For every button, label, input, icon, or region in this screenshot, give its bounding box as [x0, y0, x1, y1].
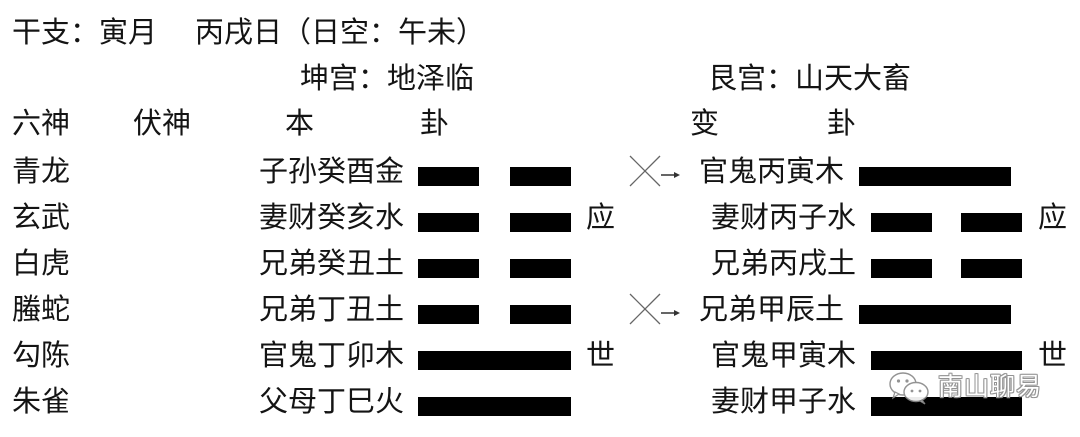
watermark: 南山聊易 [886, 368, 1056, 406]
changed-line-label: 官鬼甲寅木 [710, 338, 856, 372]
changed-yao-line [859, 167, 1011, 186]
changed-yao-line [871, 351, 1022, 370]
original-line-label: 官鬼丁卯木 [258, 338, 404, 372]
changed-line-label: 妻财甲子水 [710, 384, 856, 418]
changed-line-label: 妻财丙子水 [710, 200, 856, 234]
changed-shi-ying-mark: 世 [1038, 338, 1068, 372]
six-spirit-label: 玄武 [12, 200, 71, 234]
yao-row: 青龙 子孙癸酉金 官鬼丙寅木 [0, 148, 1080, 194]
day-and-void: 丙戌日（日空：午未） [195, 15, 486, 49]
changed-yao-line [859, 305, 1011, 324]
changed-line-label: 兄弟甲辰土 [698, 292, 844, 326]
watermark-text: 南山聊易 [938, 372, 1043, 401]
changed-shi-ying-mark: 应 [1038, 200, 1068, 234]
changed-yao-line [871, 213, 1022, 232]
cross-arrow-icon [629, 293, 681, 325]
yao-row: 朱雀 父母丁巳火 妻财甲子水 [0, 378, 1080, 424]
six-spirit-label: 勾陈 [12, 338, 71, 372]
original-line-label: 父母丁巳火 [258, 384, 404, 418]
original-yao-line [418, 213, 571, 232]
hexagram-titles: 坤宫：地泽临 艮宫：山天大畜 [0, 55, 1080, 101]
six-spirit-label: 白虎 [12, 246, 71, 280]
original-yao-line [418, 167, 571, 186]
wechat-icon [888, 371, 932, 405]
six-spirit-label: 青龙 [12, 154, 71, 188]
changed-yao-line [871, 259, 1022, 278]
original-line-label: 妻财癸亥水 [258, 200, 404, 234]
original-hexagram-title: 坤宫：地泽临 [300, 61, 475, 95]
yao-row: 玄武 妻财癸亥水 应 妻财丙子水 应 [0, 194, 1080, 240]
yao-row: 白虎 兄弟癸丑土 兄弟丙戌土 [0, 240, 1080, 286]
header-changed-a: 变 [690, 106, 720, 140]
header-original-b: 卦 [420, 106, 450, 140]
original-line-label: 兄弟癸丑土 [258, 246, 404, 280]
header-six-spirits: 六神 [12, 106, 71, 140]
original-shi-ying-mark: 应 [586, 200, 616, 234]
column-headers: 六神 伏神 本 卦 变 卦 [0, 100, 1080, 146]
changed-hexagram-title: 艮宫：山天大畜 [708, 61, 912, 95]
six-spirit-label: 朱雀 [12, 384, 71, 418]
cross-arrow-icon [629, 155, 681, 187]
original-yao-line [418, 259, 571, 278]
yao-row: 勾陈 官鬼丁卯木 世 官鬼甲寅木 世 [0, 332, 1080, 378]
original-yao-line [418, 305, 571, 324]
header-original-a: 本 [285, 106, 315, 140]
changed-line-label: 兄弟丙戌土 [710, 246, 856, 280]
header-hidden-spirit: 伏神 [133, 106, 192, 140]
original-yao-line [418, 397, 571, 416]
changed-line-label: 官鬼丙寅木 [698, 154, 844, 188]
original-yao-line [418, 351, 571, 370]
ganzhi-month: 干支：寅月 [12, 15, 158, 49]
original-line-label: 子孙癸酉金 [258, 154, 404, 188]
yao-row: 螣蛇 兄弟丁丑土 兄弟甲辰土 [0, 286, 1080, 332]
original-line-label: 兄弟丁丑土 [258, 292, 404, 326]
header-changed-b: 卦 [827, 106, 857, 140]
original-shi-ying-mark: 世 [586, 338, 616, 372]
date-info-line: 干支：寅月 丙戌日（日空：午未） [0, 9, 1080, 55]
six-spirit-label: 螣蛇 [12, 292, 71, 326]
